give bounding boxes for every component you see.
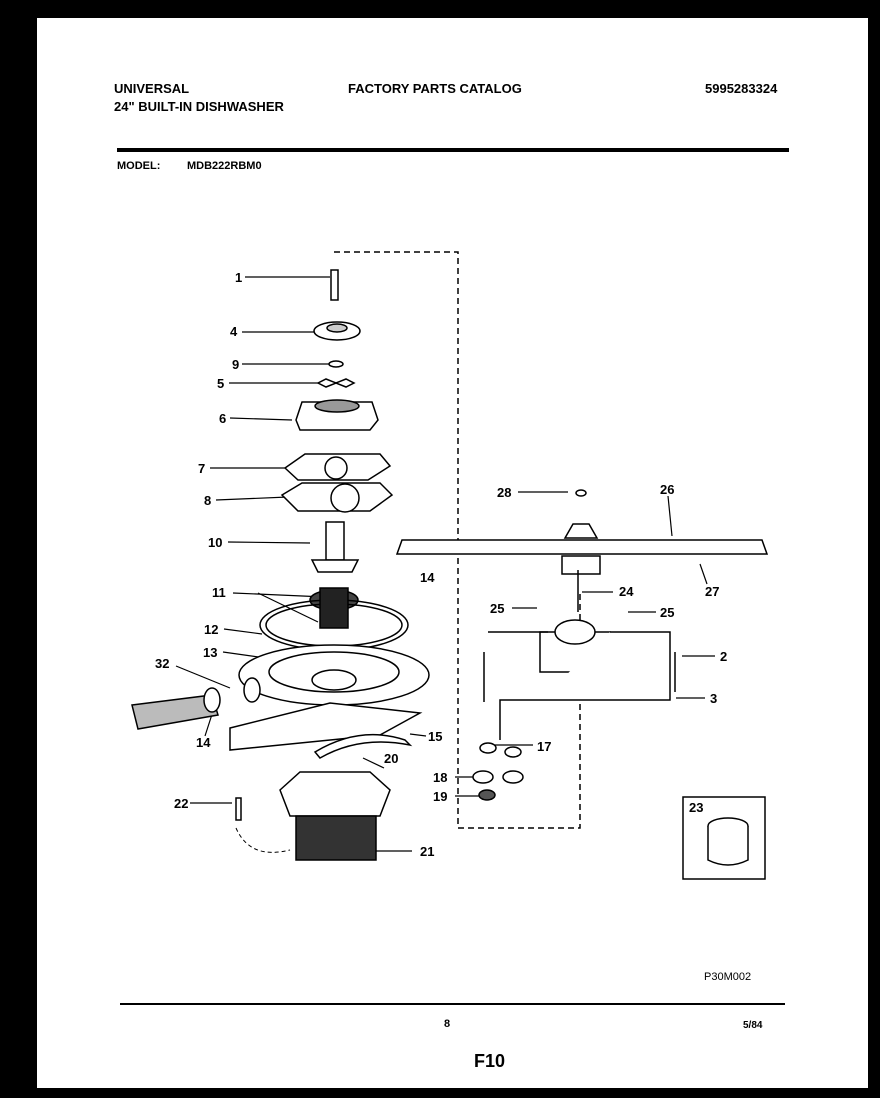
callout-13: 13 [203, 645, 217, 660]
callout-32: 32 [155, 656, 169, 671]
catalog-number: 5995283324 [705, 81, 778, 96]
footer-rule [120, 1003, 785, 1005]
callout-9: 9 [232, 357, 239, 372]
callout-16: 15 [428, 729, 442, 744]
callout-2: 2 [720, 649, 727, 664]
model-value: MDB222RBM0 [187, 160, 262, 172]
brand-title: UNIVERSAL [114, 81, 190, 96]
callout-11: 11 [212, 585, 226, 600]
callout-24: 24 [619, 584, 634, 599]
model-label: MODEL: [117, 160, 161, 172]
callout-20: 20 [384, 751, 398, 766]
callout-10: 10 [208, 535, 222, 550]
callout-5: 5 [217, 376, 224, 391]
callout-1: 1 [235, 270, 242, 285]
dashed-assembly-line [334, 251, 581, 829]
callout-27: 27 [705, 584, 719, 599]
callout-6: 6 [219, 411, 226, 426]
callout-12: 12 [204, 622, 218, 637]
date-code: 5/84 [743, 1020, 763, 1031]
callout-3: 3 [710, 691, 717, 706]
section-code: F10 [474, 1051, 506, 1071]
callout-17: 17 [537, 739, 551, 754]
callout-22: 22 [174, 796, 188, 811]
callout-7: 7 [198, 461, 205, 476]
drawing-code: P30M002 [704, 971, 752, 983]
callout-25b: 25 [660, 605, 674, 620]
page-number: 8 [444, 1018, 451, 1030]
callout-21: 21 [420, 844, 434, 859]
callout-28: 28 [497, 485, 511, 500]
callout-4: 4 [230, 324, 238, 339]
product-title: 24" BUILT-IN DISHWASHER [114, 99, 284, 114]
callout-19: 19 [433, 789, 447, 804]
callout-25a: 25 [490, 601, 504, 616]
callout-26: 26 [660, 482, 674, 497]
callout-23: 23 [689, 800, 703, 815]
callout-18: 18 [433, 770, 447, 785]
callout-8: 8 [204, 493, 211, 508]
callout-14: 14 [420, 570, 435, 585]
catalog-title: FACTORY PARTS CATALOG [348, 81, 522, 96]
header-rule [117, 148, 789, 152]
callout-15: 14 [196, 735, 211, 750]
